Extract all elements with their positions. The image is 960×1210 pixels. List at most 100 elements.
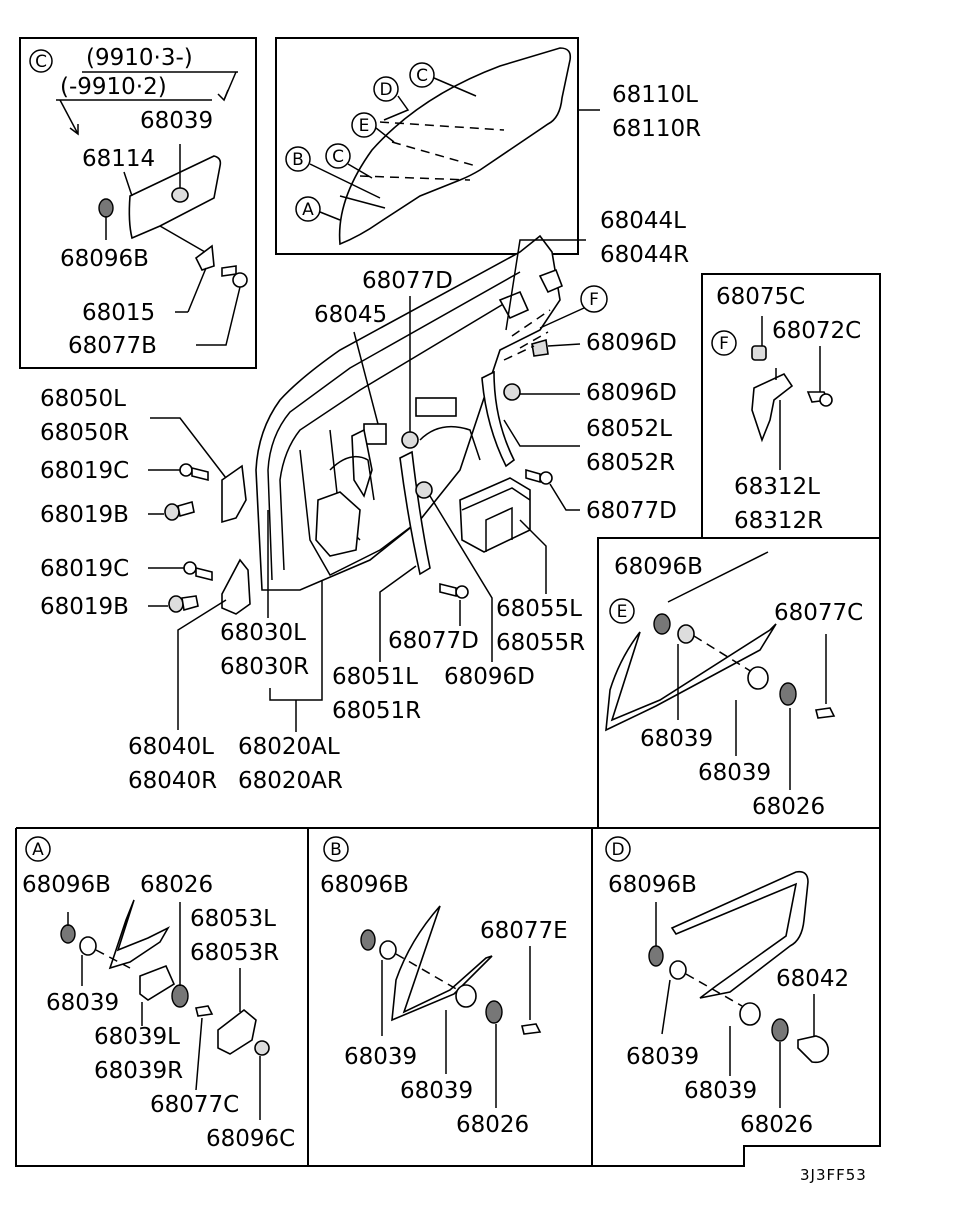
nut-68096d-top xyxy=(531,338,549,357)
part-68050l: 68050L xyxy=(40,386,126,412)
inset-f: 68075C F 68072C 68312L 68312R xyxy=(701,273,881,539)
part-68039-c: 68039 xyxy=(140,108,213,134)
inset-c-frame xyxy=(19,37,257,369)
inset-a: A 68096B 68026 68053L 68053R 68039 68039… xyxy=(22,836,295,1152)
part-68096b-b: 68096B xyxy=(320,872,409,898)
part-68077d-top: 68077D xyxy=(362,268,453,294)
main-marker-f: F xyxy=(589,290,599,310)
part-68051r: 68051R xyxy=(332,698,421,724)
glass-marker-b: B xyxy=(292,150,304,170)
part-68110l: 68110L xyxy=(612,82,698,108)
inset-a-marker: A xyxy=(32,840,44,860)
part-68077c-e: 68077C xyxy=(774,600,863,626)
glass-edge-a xyxy=(108,899,171,970)
glass-marker-e: E xyxy=(359,116,370,136)
part-68019b-lower: 68019B xyxy=(40,594,129,620)
part-68039-b2: 68039 xyxy=(400,1078,473,1104)
grommet-68096b xyxy=(98,198,114,218)
part-68114: 68114 xyxy=(82,146,155,172)
part-68075c: 68075C xyxy=(716,284,805,310)
part-68026-b: 68026 xyxy=(456,1112,529,1138)
part-68096b-c: 68096B xyxy=(60,246,149,272)
part-68039-b1: 68039 xyxy=(344,1044,417,1070)
part-68072c: 68072C xyxy=(772,318,861,344)
part-68096c: 68096C xyxy=(206,1126,295,1152)
part-68077c-a: 68077C xyxy=(150,1092,239,1118)
part-68096d-lower: 68096D xyxy=(444,664,535,690)
part-68030r: 68030R xyxy=(220,654,309,680)
hinge-lower xyxy=(221,558,251,615)
part-68039-d2: 68039 xyxy=(684,1078,757,1104)
glass-marker-c1: C xyxy=(416,66,428,86)
inset-f-marker: F xyxy=(719,334,729,354)
inset-c-marker-circle xyxy=(29,49,53,73)
bolt-68019c-lower xyxy=(183,561,213,582)
part-68096b-d: 68096B xyxy=(608,872,697,898)
bolt-68019c-upper xyxy=(179,463,209,482)
part-68019b-upper: 68019B xyxy=(40,502,129,528)
part-68039-e1: 68039 xyxy=(640,726,713,752)
part-68312l: 68312L xyxy=(734,474,820,500)
part-68019c-lower: 68019C xyxy=(40,556,129,582)
part-68045: 68045 xyxy=(314,302,387,328)
bracket-68039l xyxy=(139,964,176,1001)
part-68039-e2: 68039 xyxy=(698,760,771,786)
part-68096d-top: 68096D xyxy=(586,330,677,356)
bushing-a xyxy=(171,984,189,1008)
clip-68015 xyxy=(194,244,215,271)
bolt-68077d-bottom xyxy=(439,582,469,599)
main-assembly: 68044L 68044R 68077D 68045 F 68096D 6809… xyxy=(40,208,689,794)
bolt-68077d-right xyxy=(525,468,553,485)
nut-68075c xyxy=(751,345,767,361)
inset-b: B 68096B 68077E 68039 68039 68026 xyxy=(320,836,568,1138)
part-68026-d: 68026 xyxy=(740,1112,813,1138)
washer-e-2 xyxy=(747,666,769,690)
bolt-68019b-lower xyxy=(168,595,199,613)
part-68052l: 68052L xyxy=(586,416,672,442)
glass-edge-d xyxy=(670,870,809,999)
part-68039-a: 68039 xyxy=(46,990,119,1016)
part-68051l: 68051L xyxy=(332,664,418,690)
channel-68052 xyxy=(481,370,516,468)
part-68042: 68042 xyxy=(776,966,849,992)
part-68055l: 68055L xyxy=(496,596,582,622)
part-68052r: 68052R xyxy=(586,450,675,476)
inset-e: 68096B E 68077C 68039 68039 68026 xyxy=(597,537,881,829)
glass-edge-e xyxy=(605,623,777,732)
diagram-code: 3J3FF53 xyxy=(800,1166,867,1184)
inset-glass-frame xyxy=(275,37,579,255)
inset-c-range-to: (-9910·2) xyxy=(60,74,167,100)
part-68077b-c: 68077B xyxy=(68,333,157,359)
part-68039r: 68039R xyxy=(94,1058,183,1084)
part-68096b-a: 68096B xyxy=(22,872,111,898)
part-68096d-mid: 68096D xyxy=(586,380,677,406)
part-68020ar: 68020AR xyxy=(238,768,343,794)
part-68053l: 68053L xyxy=(190,906,276,932)
bolt-68019b-upper xyxy=(164,500,195,521)
part-68044l: 68044L xyxy=(600,208,686,234)
part-68040r: 68040R xyxy=(128,768,217,794)
bushing-e xyxy=(779,682,797,706)
part-68055r: 68055R xyxy=(496,630,585,656)
washer-e-1 xyxy=(677,624,695,644)
part-68044r: 68044R xyxy=(600,242,689,268)
inset-b-marker: B xyxy=(330,840,342,860)
part-68077d-bottom: 68077D xyxy=(388,628,479,654)
part-68077e: 68077E xyxy=(480,918,568,944)
bracket-68312 xyxy=(751,372,794,443)
nut-68096d-mid xyxy=(503,383,521,401)
inset-c-marker: C xyxy=(35,52,47,72)
inset-d-marker: D xyxy=(611,840,624,860)
part-68077d-right: 68077D xyxy=(586,498,677,524)
part-68039l: 68039L xyxy=(94,1024,180,1050)
part-68030l: 68030L xyxy=(220,620,306,646)
glass-marker-c2: C xyxy=(332,147,344,167)
inset-d: D 68096B 68042 68039 68039 68026 xyxy=(605,836,849,1138)
part-68053r: 68053R xyxy=(190,940,279,966)
bottom-frames xyxy=(15,827,881,1167)
grommet-e xyxy=(653,613,671,635)
part-68040l: 68040L xyxy=(128,734,214,760)
part-68026-e: 68026 xyxy=(752,794,825,820)
inset-e-marker: E xyxy=(617,602,628,622)
bracket-68053 xyxy=(217,1008,257,1055)
